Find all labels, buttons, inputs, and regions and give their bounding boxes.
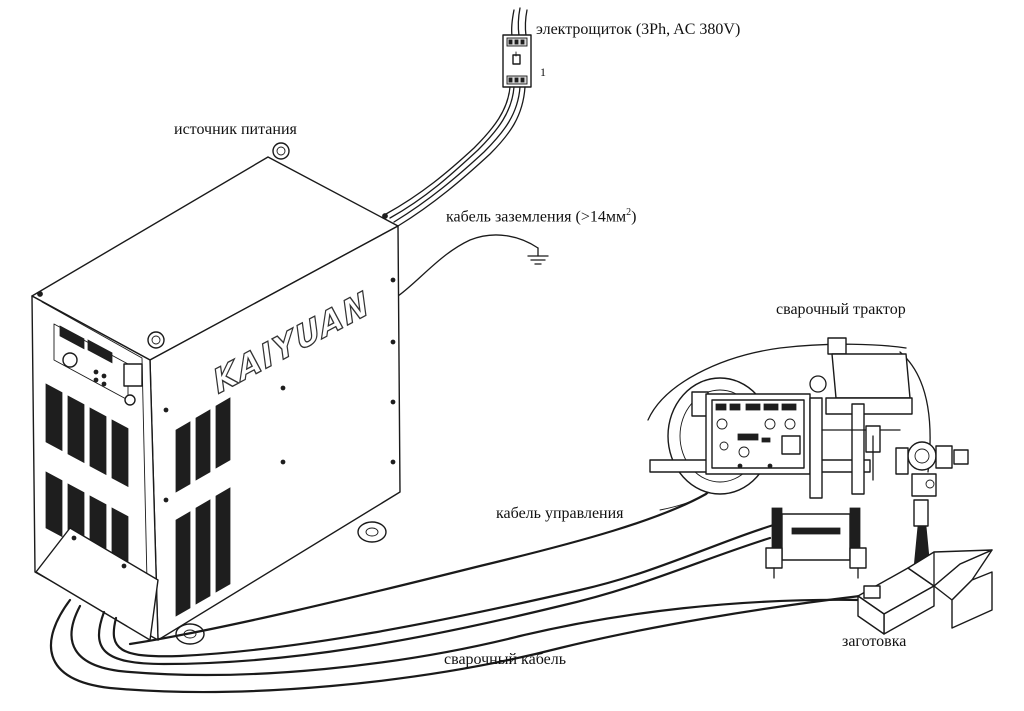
ground-cable-superscript: 2: [626, 207, 632, 218]
panel-label: электрощиток (3Ph, AC 380V): [536, 21, 741, 38]
side-vents: [175, 397, 231, 617]
workpiece-label: заготовка: [842, 633, 907, 650]
welding-tractor: [647, 337, 969, 579]
control-cable-label: кабель управления: [496, 505, 624, 522]
ground-cable-text: кабель заземления (>14мм: [446, 208, 627, 226]
panel-number: 1: [540, 65, 546, 79]
welding-cable-label: сварочный кабель: [444, 651, 566, 668]
tractor-label: сварочный трактор: [776, 301, 906, 318]
power-source: KAIYUAN: [31, 142, 401, 645]
workpiece: [857, 549, 993, 635]
ground-cable-suffix: ): [631, 208, 637, 226]
power-source-label: источник питания: [174, 121, 297, 138]
electrical-panel: [502, 7, 532, 88]
welding-cables: [49, 518, 864, 694]
ground-cable-label: кабель заземления (>14мм2): [446, 208, 636, 225]
ground-cable: [397, 234, 549, 297]
supply-cable: [385, 86, 526, 227]
